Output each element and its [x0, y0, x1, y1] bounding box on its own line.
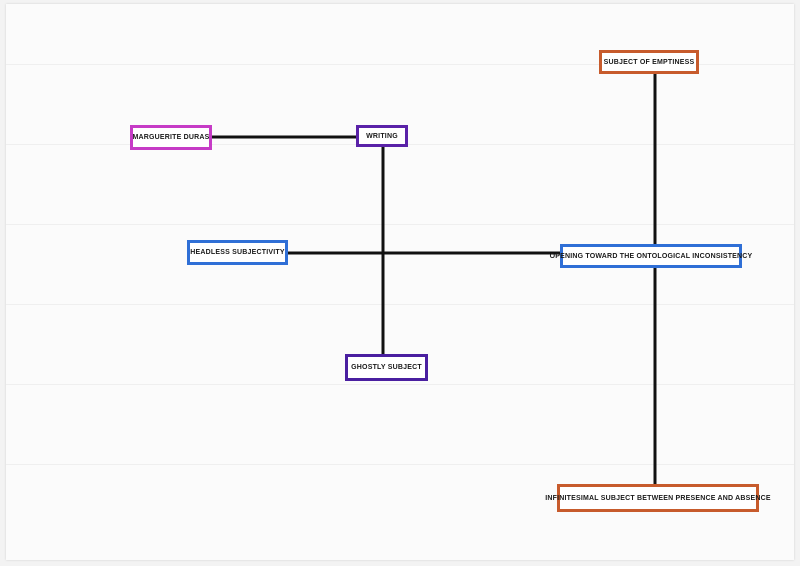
node-marguerite-duras: MARGUERITE DURAS	[130, 125, 212, 150]
node-label: HEADLESS SUBJECTIVITY	[190, 249, 285, 256]
node-label: GHOSTLY SUBJECT	[351, 364, 422, 371]
paper-ruling	[6, 384, 794, 385]
node-label: INFINITESIMAL SUBJECT BETWEEN PRESENCE A…	[545, 494, 771, 502]
node-headless-subjectivity: HEADLESS SUBJECTIVITY	[187, 240, 288, 265]
node-subject-of-emptiness: SUBJECT OF EMPTINESS	[599, 50, 699, 74]
node-infinitesimal-subject: INFINITESIMAL SUBJECT BETWEEN PRESENCE A…	[545, 484, 771, 512]
paper-ruling	[6, 464, 794, 465]
paper-ruling	[6, 224, 794, 225]
node-label: SUBJECT OF EMPTINESS	[603, 58, 695, 66]
node-label: OPENING TOWARD THE ONTOLOGICAL INCONSIST…	[549, 252, 753, 260]
node-opening-toward-ontological-inconsistency: OPENING TOWARD THE ONTOLOGICAL INCONSIST…	[550, 244, 752, 268]
node-writing: WRITING	[356, 125, 408, 147]
paper-sheet	[6, 4, 794, 560]
paper-ruling	[6, 304, 794, 305]
node-ghostly-subject: GHOSTLY SUBJECT	[345, 354, 428, 381]
node-label: MARGUERITE DURAS	[132, 134, 210, 141]
node-label: WRITING	[366, 132, 398, 140]
paper-ruling	[6, 64, 794, 65]
